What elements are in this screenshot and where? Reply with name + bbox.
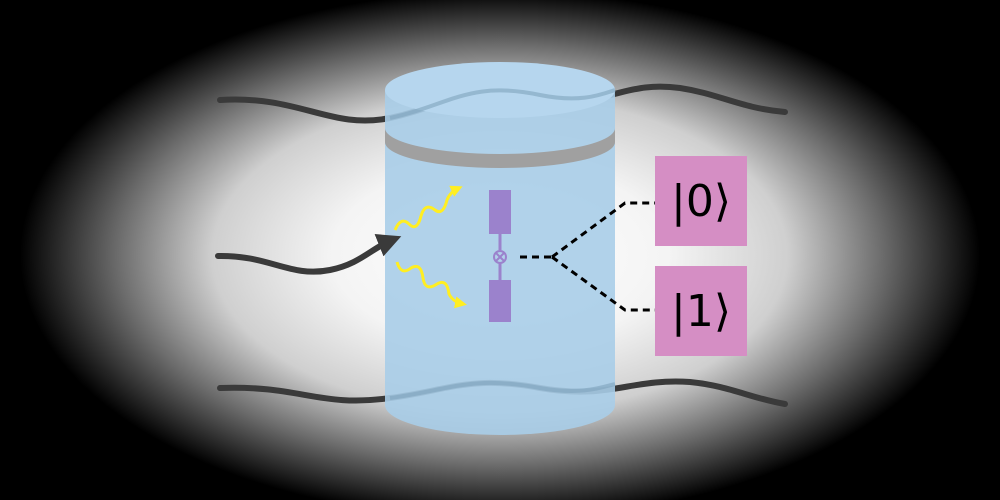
qubit-top-pad (489, 190, 511, 234)
microwave-photon-icon (395, 261, 467, 309)
readout-branch-zero (551, 201, 655, 259)
readout-branch-one (551, 255, 655, 312)
state-one-label: |1⟩ (671, 286, 731, 337)
readout-branches (520, 201, 655, 312)
state-one-box: |1⟩ (655, 266, 747, 356)
state-zero-box: |0⟩ (655, 156, 747, 246)
top-wire-through-glass (389, 88, 616, 120)
cylinder-rim (385, 128, 615, 168)
microwave-photon-icon (393, 185, 463, 231)
state-zero-label: |0⟩ (671, 176, 731, 227)
input-drive-wire (215, 234, 402, 275)
qubit-bottom-pad (489, 280, 511, 322)
transmon-qubit (489, 190, 511, 322)
bottom-wire-through-glass (389, 380, 616, 400)
